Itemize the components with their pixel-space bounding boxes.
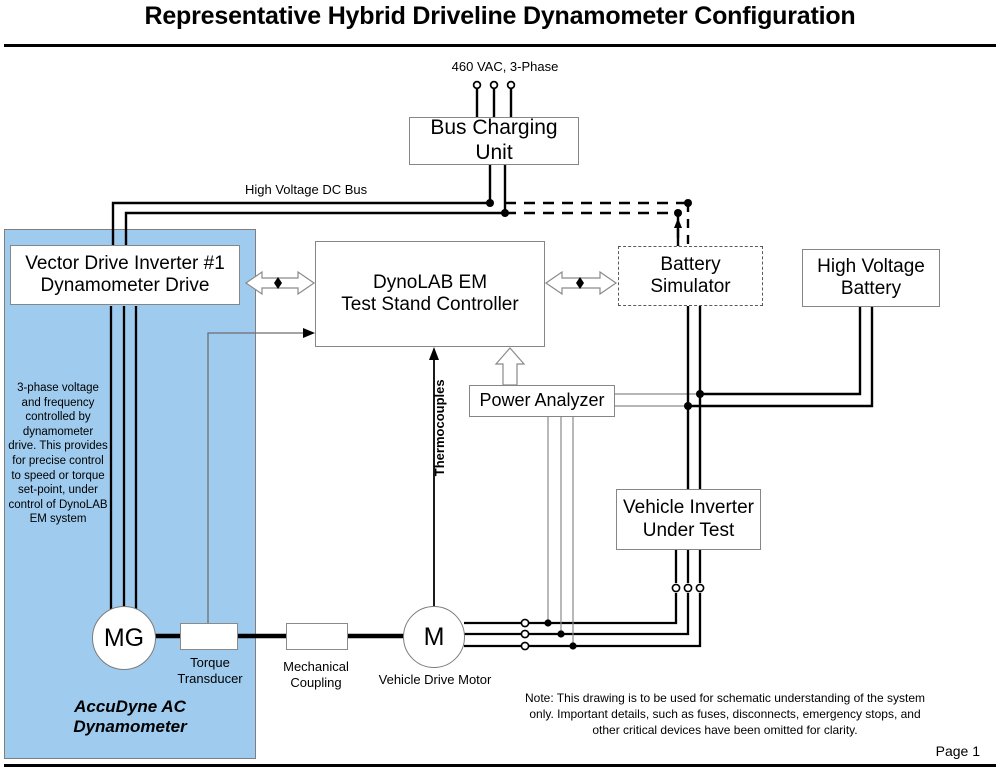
vehicle-inverter-label: Vehicle Inverter Under Test <box>623 497 754 542</box>
page-number: Page 1 <box>935 743 980 759</box>
vector-drive-line1: Vector Drive Inverter #1 <box>25 252 225 274</box>
motor-generator-symbol[interactable]: MG <box>92 606 156 670</box>
vector-drive-inverter-box[interactable]: Vector Drive Inverter #1 Dynamometer Dri… <box>10 245 240 305</box>
coupling-label-line1: Mechanical <box>283 659 349 674</box>
controller-line1: DynoLAB EM <box>372 271 488 293</box>
header-divider <box>4 44 996 47</box>
power-analyzer-box[interactable]: Power Analyzer <box>469 385 615 417</box>
torque-label-line2: Transducer <box>177 670 243 686</box>
vehicle-inverter-line2: Under Test <box>642 519 735 541</box>
battery-simulator-label: Battery Simulator <box>650 254 730 299</box>
torque-transducer-box[interactable] <box>180 623 238 650</box>
accudyne-dynamometer-panel <box>4 229 256 759</box>
mechanical-coupling-box[interactable] <box>286 623 348 650</box>
bus-charging-unit-box[interactable]: Bus Charging Unit <box>409 116 579 165</box>
vehicle-inverter-line1: Vehicle Inverter <box>623 497 754 519</box>
dyno-label-line2: Dynamometer <box>73 717 187 737</box>
mechanical-coupling-label: Mechanical Coupling <box>270 659 362 690</box>
hv-battery-line1: High Voltage <box>817 255 925 277</box>
battery-simulator-line1: Battery <box>660 253 721 275</box>
hv-battery-line2: Battery <box>840 278 902 299</box>
page-title: Representative Hybrid Driveline Dynamome… <box>144 2 856 30</box>
dynamometer-drive-note: 3-phase voltage and frequency controlled… <box>8 382 108 526</box>
dyno-label-line1: AccuDyne AC <box>74 697 186 716</box>
high-voltage-battery-box[interactable]: High Voltage Battery <box>802 249 940 307</box>
dynolab-controller-box[interactable]: DynoLAB EM Test Stand Controller <box>315 241 545 347</box>
high-voltage-battery-label: High Voltage Battery <box>817 256 925 301</box>
dynolab-controller-label: DynoLAB EM Test Stand Controller <box>341 272 518 317</box>
battery-simulator-box[interactable]: Battery Simulator <box>618 246 763 306</box>
vector-drive-line2: Dynamometer Drive <box>40 275 210 296</box>
battery-simulator-line2: Simulator <box>650 276 731 297</box>
torque-label-line1: Torque <box>190 655 230 670</box>
coupling-label-line2: Coupling <box>290 674 342 690</box>
thermocouples-label: Thermocouples <box>432 379 448 477</box>
vector-drive-inverter-label: Vector Drive Inverter #1 Dynamometer Dri… <box>25 253 225 298</box>
accudyne-dynamometer-label: AccuDyne AC Dynamometer <box>6 697 254 738</box>
supply-voltage-label: 460 VAC, 3-Phase <box>451 59 559 74</box>
schematic-note: Note: This drawing is to be used for sch… <box>525 691 925 738</box>
vehicle-inverter-box[interactable]: Vehicle Inverter Under Test <box>616 489 761 550</box>
controller-line2: Test Stand Controller <box>341 294 519 315</box>
footer-divider <box>4 764 996 767</box>
torque-transducer-label: Torque Transducer <box>165 655 255 686</box>
hv-dc-bus-label: High Voltage DC Bus <box>245 182 368 197</box>
vehicle-drive-motor-symbol[interactable]: M <box>403 606 465 668</box>
vehicle-drive-motor-label: Vehicle Drive Motor <box>378 672 492 687</box>
